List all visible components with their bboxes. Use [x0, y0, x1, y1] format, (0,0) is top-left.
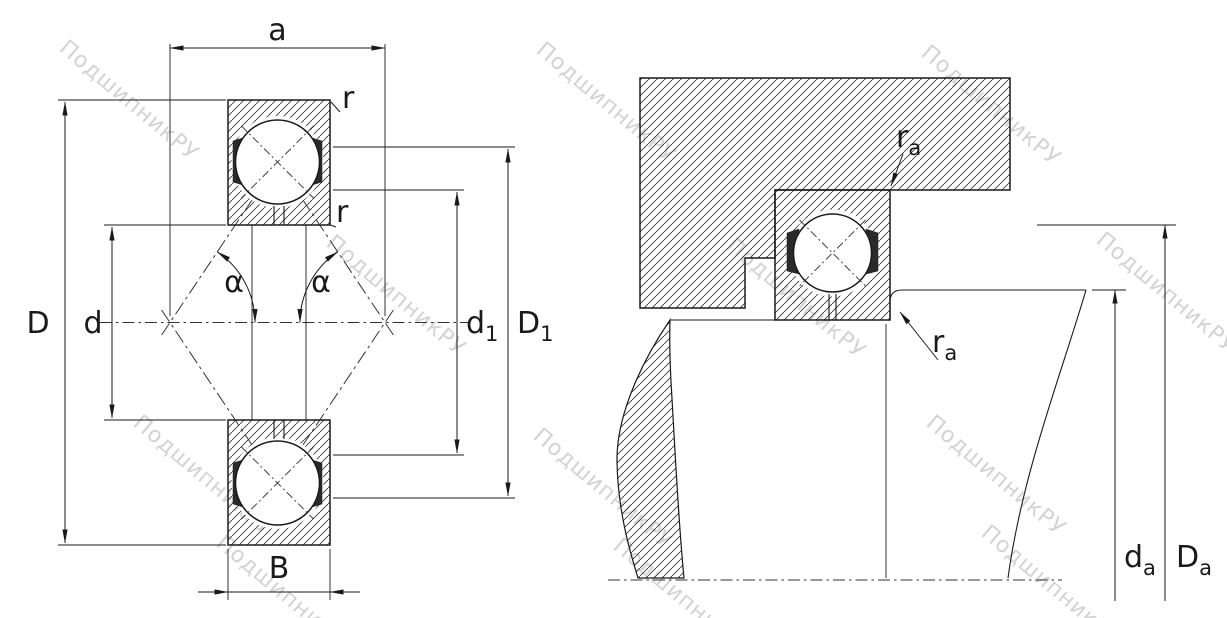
right-view-mounting: ra ra da Da [608, 77, 1212, 601]
dim-label-a: a [268, 13, 286, 48]
dimension-da: da [1092, 289, 1156, 601]
radius-label-inner: r [336, 195, 349, 230]
dimension-D: D [26, 99, 226, 546]
dim-label-B: B [269, 551, 290, 586]
dim-label-D1: D1 [517, 306, 553, 346]
dim-label-d: d [83, 306, 102, 341]
shaft-break-line [1007, 289, 1087, 579]
dimension-a: a [169, 13, 386, 316]
contact-angle-annotation: α α [216, 251, 339, 323]
radius-annotations: r r [330, 81, 355, 230]
bottom-ring-section [227, 419, 331, 546]
ra-label-top: ra [896, 120, 921, 160]
ra-label-bottom: ra [932, 325, 957, 365]
left-view-bearing-section: α α a D d d1 [26, 13, 553, 600]
shaft-right [885, 289, 1087, 579]
dimension-Da: Da [1037, 224, 1212, 601]
alpha-label-left: α [224, 265, 244, 300]
dim-label-D: D [26, 306, 49, 341]
dimension-D1: D1 [333, 146, 553, 499]
radius-label-outer: r [342, 81, 355, 116]
dimension-d: d [83, 224, 226, 421]
shaft-shoulder-fillet [889, 289, 1086, 320]
fillet-ra-bottom: ra [899, 311, 957, 365]
shaft-shoulder-section [616, 317, 685, 579]
top-ring-section [227, 99, 331, 226]
mounted-bearing-section [774, 189, 891, 321]
dim-label-Da: Da [1176, 540, 1212, 580]
alpha-label-right: α [311, 265, 331, 300]
dim-label-da: da [1124, 540, 1156, 580]
dim-label-d1: d1 [466, 306, 498, 346]
dimension-d1: d1 [333, 189, 498, 456]
fillet-ra-top: ra [890, 120, 921, 187]
dimension-B: B [198, 549, 360, 600]
